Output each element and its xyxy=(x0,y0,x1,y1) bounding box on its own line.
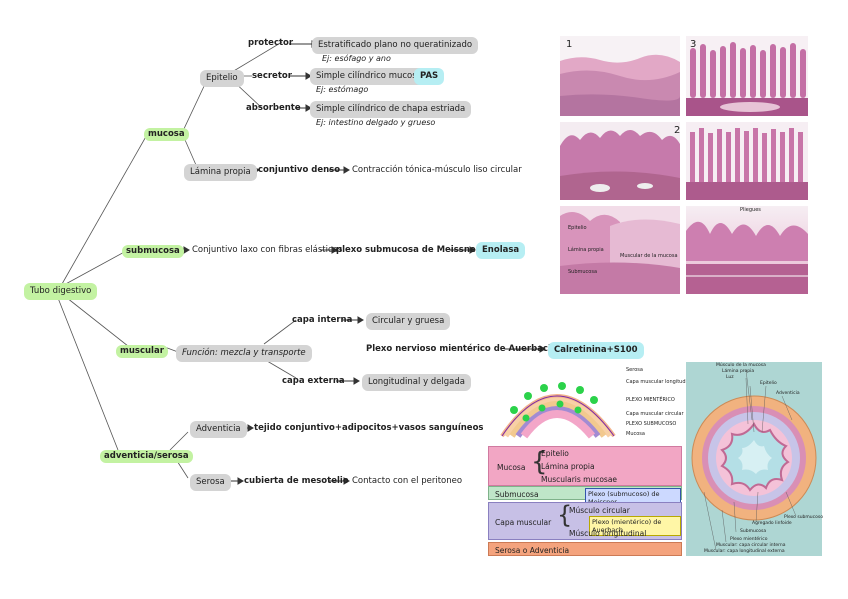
legend-submucosa-label: Submucosa xyxy=(495,490,539,499)
lamina-propia-node[interactable]: Lámina propia xyxy=(184,164,257,181)
estratificado-node[interactable]: Estratificado plano no queratinizado xyxy=(312,37,479,54)
legend-mucosa: Mucosa { Epitelio Lámina propia Muscular… xyxy=(488,446,682,486)
legend-epitelio: Epitelio xyxy=(541,449,569,458)
legend-musc-long: Músculo longitudinal xyxy=(569,529,647,538)
capa-externa-label: capa externa xyxy=(282,376,345,386)
legend-plexo-auerbach: Plexo (mientérico) de Auerbach xyxy=(589,516,681,536)
cs-agregado: Agregado linfoide xyxy=(752,521,792,526)
plexo-auerbach-label: Plexo nervioso mientérico de Auerbach xyxy=(366,344,555,354)
legend-serosa: Serosa o Adventicia xyxy=(488,542,682,556)
ej-intestino: Ej: intestino delgado y grueso xyxy=(316,118,436,127)
cs-plexo-mient: Plexo mientérico xyxy=(730,537,768,542)
wall-capa-circ: Capa muscular circular xyxy=(626,411,684,417)
enolasa-node[interactable]: Enolasa xyxy=(476,242,526,259)
cs-musc-circ: Muscular: capa circular interna xyxy=(716,543,786,548)
longitudinal-node[interactable]: Longitudinal y delgada xyxy=(362,374,471,391)
plexo-meissner-label: plexo submucosa de Meissner xyxy=(336,245,480,255)
branch-adventicia[interactable]: adventicia/serosa xyxy=(100,450,193,463)
micro-muscular-mucosa: Muscular de la mucosa xyxy=(620,253,678,259)
legend-capa-muscular-label: Capa muscular xyxy=(495,518,552,527)
wall-plexo-mient: PLEXO MIENTÉRICO xyxy=(626,397,675,403)
cubierta-label: cubierta de mesotelio xyxy=(244,476,349,486)
legend-submucosa: Submucosa Plexo (submucoso) de Meissner xyxy=(488,486,682,508)
legend-mucosa-brace: { xyxy=(531,447,548,477)
legend-musc-circular: Músculo circular xyxy=(569,506,630,515)
legend-mucosa-label: Mucosa xyxy=(497,463,526,472)
branch-muscular[interactable]: muscular xyxy=(116,345,168,358)
cs-musc-long: Muscular: capa longitudinal externa xyxy=(704,549,785,554)
micro-epitelio: Epitelio xyxy=(568,225,587,231)
legend-capa-muscular: Capa muscular { Músculo circular Plexo (… xyxy=(488,502,682,540)
legend-muscularis: Muscularis mucosae xyxy=(541,475,618,484)
branch-submucosa[interactable]: submucosa xyxy=(122,245,184,258)
cross-section-illustration xyxy=(686,362,822,556)
funcion-node[interactable]: Función: mezcla y transporte xyxy=(176,345,312,362)
cs-adventicia: Adventicia xyxy=(776,391,800,396)
calretinina-node[interactable]: Calretinina+S100 xyxy=(548,342,644,359)
legend-muscular-brace: { xyxy=(557,501,573,529)
cs-luz: Luz xyxy=(726,375,734,380)
wall-layers-diagram xyxy=(500,382,616,439)
branch-mucosa[interactable]: mucosa xyxy=(144,128,189,141)
legend-lamina: Lámina propia xyxy=(541,462,595,471)
wall-plexo-sub: PLEXO SUBMUCOSO xyxy=(626,421,677,427)
legend-serosa-label: Serosa o Adventicia xyxy=(495,546,570,555)
wall-mucosa: Mucosa xyxy=(626,431,645,437)
micro-label-3: 3 xyxy=(690,39,697,50)
pas-node[interactable]: PAS xyxy=(414,68,445,85)
cs-plexo-sub: Plexo submucoso xyxy=(784,515,823,520)
ej-estomago: Ej: estómago xyxy=(316,85,369,94)
contacto-text: Contacto con el peritoneo xyxy=(352,476,463,486)
conjuntivo-denso-label: conjuntivo denso xyxy=(258,165,341,175)
histology-micrographs xyxy=(560,36,808,294)
conjuntivo-laxo-text: Conjuntivo laxo con fibras elásticas xyxy=(192,245,343,255)
cs-epitelio: Epitelio xyxy=(760,381,777,386)
circular-node[interactable]: Circular y gruesa xyxy=(366,313,451,330)
cs-lamina: Lámina propia xyxy=(722,369,755,374)
protector-label: protector xyxy=(248,38,294,48)
secretor-label: secretor xyxy=(252,71,292,81)
serosa-node[interactable]: Serosa xyxy=(190,474,231,491)
micro-lamina: Lámina propia xyxy=(568,247,604,253)
cs-musculo-mucosa: Músculo de la mucosa xyxy=(716,363,766,368)
contraccion-text: Contracción tónica-músculo liso circular xyxy=(352,165,522,175)
absorbente-label: absorbente xyxy=(246,103,301,113)
micro-submucosa: Submucosa xyxy=(568,269,598,275)
micro-label-2: 2 xyxy=(674,125,681,136)
micro-label-1: 1 xyxy=(566,39,573,50)
micro-pliegues: Pliegues xyxy=(740,207,761,213)
simple-mucoso-node[interactable]: Simple cilíndrico mucoso xyxy=(310,68,428,85)
capa-interna-label: capa interna xyxy=(292,315,353,325)
ej-esofago: Ej: esófago y ano xyxy=(322,54,391,63)
cs-submucosa: Submucosa xyxy=(740,529,767,534)
epitelio-node[interactable]: Epitelio xyxy=(200,70,244,87)
tejido-label: tejido conjuntivo+adipocitos+vasos sangu… xyxy=(254,423,484,433)
simple-chapa-node[interactable]: Simple cilíndrico de chapa estriada xyxy=(310,101,472,118)
root-node[interactable]: Tubo digestivo xyxy=(24,283,98,300)
adventicia-node[interactable]: Adventicia xyxy=(190,421,247,438)
wall-capa-long: Capa muscular longitudinal xyxy=(626,379,695,385)
wall-serosa: Serosa xyxy=(626,367,643,373)
